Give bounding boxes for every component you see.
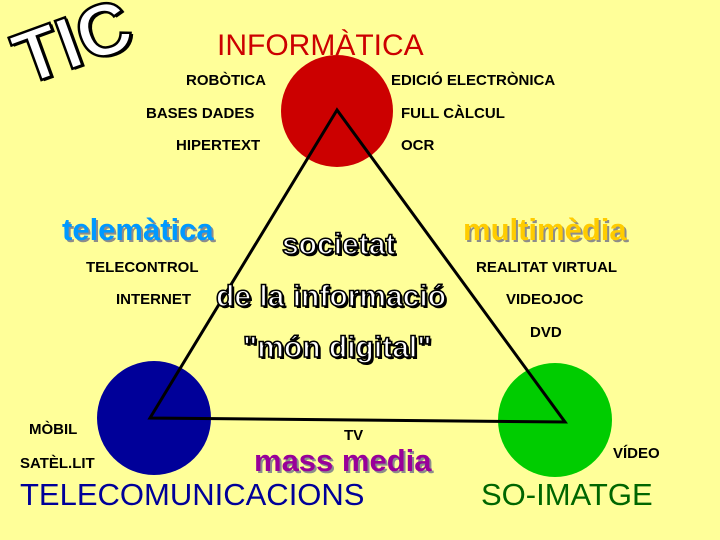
- label-realitat-virtual: REALITAT VIRTUAL: [476, 259, 618, 276]
- label-ocr: OCR: [401, 137, 435, 154]
- informatica-title: INFORMÀTICA: [217, 29, 424, 62]
- label-satelit: SATÈL.LIT: [20, 455, 95, 472]
- multimedia-title: multimèdia: [463, 212, 627, 247]
- label-edicio-electronica: EDICIÓ ELECTRÒNICA: [391, 72, 556, 89]
- label-hipertext: HIPERTEXT: [176, 137, 261, 154]
- telecom-title: TELECOMUNICACIONS: [20, 477, 365, 512]
- label-dvd: DVD: [530, 324, 562, 341]
- center-societat: societat: [281, 227, 396, 262]
- center-mon-digital: "món digital": [242, 330, 432, 365]
- mass-media-title: mass media: [254, 443, 432, 478]
- telematica-title: telemàtica: [62, 212, 214, 247]
- triangle: [147, 107, 568, 424]
- label-tv: TV: [344, 427, 364, 444]
- so-imatge-circle: [498, 363, 612, 477]
- label-bases-dades: BASES DADES: [146, 105, 255, 122]
- label-robotica: ROBÒTICA: [186, 72, 266, 89]
- label-videojoc: VIDEOJOC: [506, 291, 584, 308]
- label-internet: INTERNET: [116, 291, 191, 308]
- so-imatge-title: SO-IMATGE: [481, 477, 653, 512]
- label-full-calcul: FULL CÀLCUL: [401, 105, 505, 122]
- label-telecontrol: TELECONTROL: [86, 259, 199, 276]
- label-video: VÍDEO: [613, 445, 660, 462]
- center-de-la-informacio: de la informació: [215, 279, 447, 314]
- label-mobil: MÒBIL: [29, 421, 78, 438]
